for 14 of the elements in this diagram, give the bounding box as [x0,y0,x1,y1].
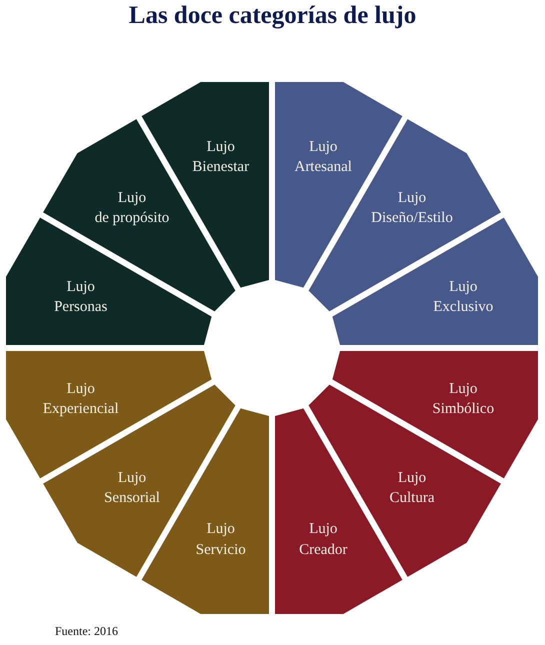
segment-label: Lujo Diseño/Estilo [370,188,454,228]
segment-label: Lujo Servicio [194,520,247,560]
title: Las doce categorías de lujo [128,2,418,30]
segment-label: Lujo Artesanal [293,137,353,177]
caption: Fuente: 2016 [55,624,118,639]
segment-label: Lujo Personas [53,278,108,317]
segment-label: Lujo Exclusivo [432,278,494,317]
segment-label: Lujo Sensorial [103,468,161,508]
segment-label: Lujo Creador [298,520,348,560]
segment-label: Lujo Simbólico [431,380,496,420]
segment-label: Lujo Bienestar [191,137,250,177]
segment-label: Lujo Experiencial [42,380,120,420]
segment-label: Lujo Cultura [388,468,436,508]
segment-label: Lujo de propósito [94,188,170,228]
